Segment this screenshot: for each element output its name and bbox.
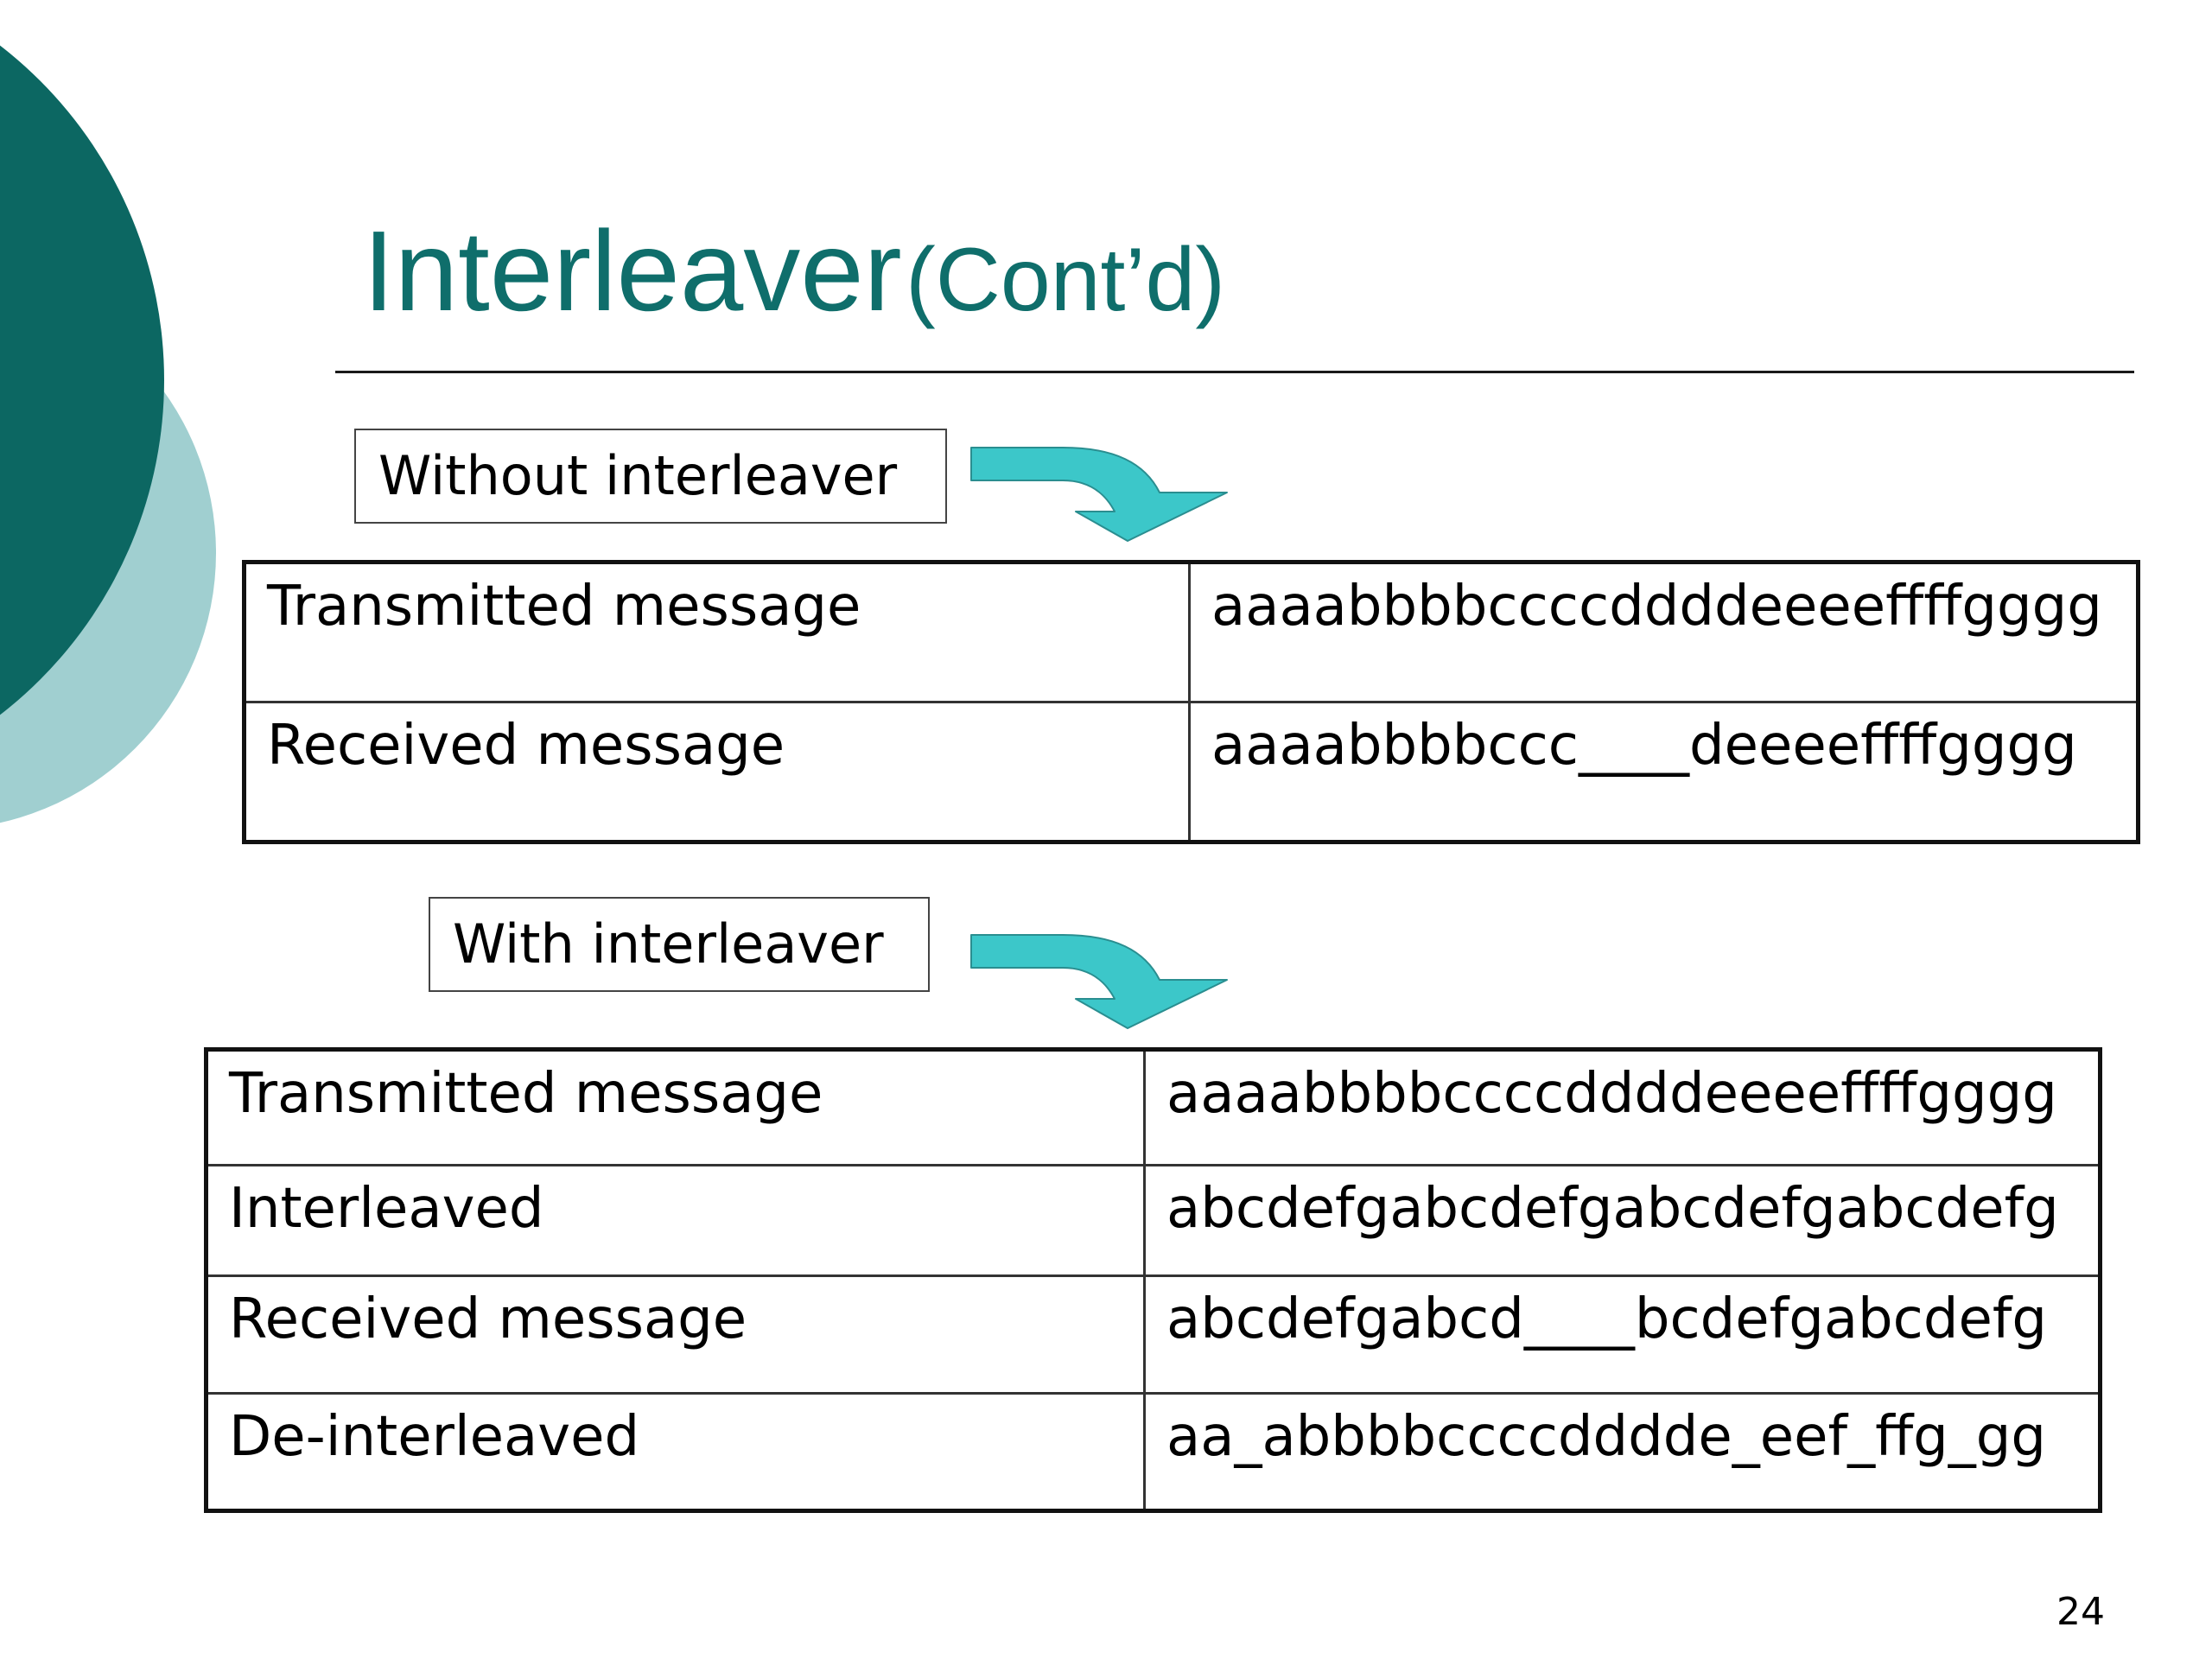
- table-row: Transmitted message aaaabbbbccccddddeeee…: [243, 561, 2139, 703]
- row-value: aaaabbbbccccddddeeeeffffgggg: [1143, 1048, 2101, 1166]
- table-row: Transmitted message aaaabbbbccccddddeeee…: [205, 1048, 2101, 1166]
- table-row: Received message abcdefgabcd____bcdefgab…: [205, 1274, 2101, 1395]
- row-label: Received message: [205, 1274, 1146, 1395]
- curved-arrow-icon: [970, 447, 1228, 542]
- row-label: Received message: [243, 701, 1191, 843]
- dark-teal-circle: [0, 45, 164, 715]
- slide-title: Interleaver (Cont’d): [363, 214, 1225, 328]
- row-value: abcdefgabcdefgabcdefgabcdefg: [1143, 1164, 2101, 1277]
- with-interleaver-table: Transmitted message aaaabbbbccccddddeeee…: [204, 1047, 2102, 1513]
- title-main: Interleaver: [363, 207, 902, 334]
- title-suffix: (Cont’d): [906, 230, 1225, 330]
- table-row: Received message aaaabbbbccc____deeeefff…: [243, 701, 2139, 843]
- row-label: De-interleaved: [205, 1392, 1146, 1512]
- curved-arrow-icon: [970, 934, 1228, 1029]
- row-value: aaaabbbbccc____deeeeffffgggg: [1188, 701, 2139, 843]
- row-value: abcdefgabcd____bcdefgabcdefg: [1143, 1274, 2101, 1395]
- row-value: aaaabbbbccccddddeeeeffffgggg: [1188, 561, 2139, 703]
- with-interleaver-label: With interleaver: [429, 897, 930, 992]
- without-interleaver-table: Transmitted message aaaabbbbccccddddeeee…: [242, 560, 2140, 844]
- without-interleaver-label: Without interleaver: [354, 429, 947, 524]
- row-label: Interleaved: [205, 1164, 1146, 1277]
- table-row: De-interleaved aa_abbbbccccdddde_eef_ffg…: [205, 1392, 2101, 1512]
- row-value: aa_abbbbccccdddde_eef_ffg_gg: [1143, 1392, 2101, 1512]
- row-label: Transmitted message: [243, 561, 1191, 703]
- page-number: 24: [2056, 1590, 2105, 1634]
- title-underline: [335, 371, 2134, 373]
- decorative-circles: [0, 45, 216, 823]
- table-row: Interleaved abcdefgabcdefgabcdefgabcdefg: [205, 1164, 2101, 1277]
- row-label: Transmitted message: [205, 1048, 1146, 1166]
